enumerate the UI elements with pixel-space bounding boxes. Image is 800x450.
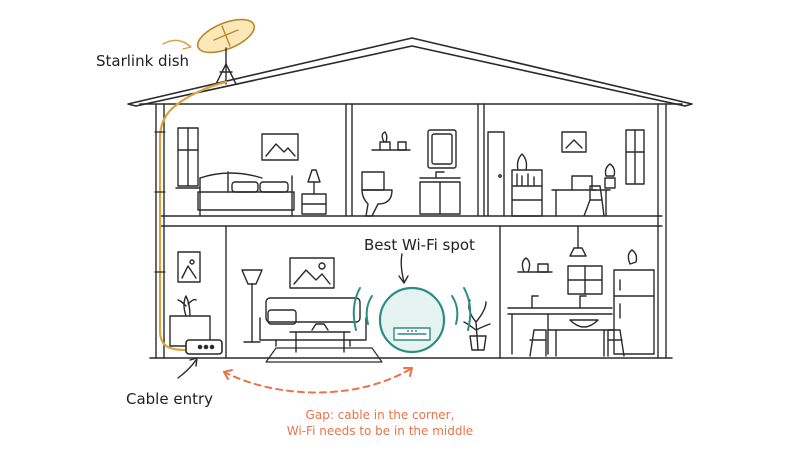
cable-entry-label: Cable entry — [126, 390, 213, 408]
bedroom — [176, 128, 326, 216]
office — [488, 130, 644, 216]
gap-label-line1: Gap: cable in the corner, — [306, 408, 455, 422]
gap-arrow — [224, 368, 412, 393]
cable-entry-arrow — [178, 360, 196, 378]
wifi-spot-label: Best Wi-Fi spot — [364, 236, 475, 254]
kitchen — [508, 226, 654, 356]
bathroom — [362, 130, 460, 216]
wifi-mesh-icon — [380, 288, 444, 352]
utility-corner — [170, 252, 210, 346]
gap-label-line2: Wi-Fi needs to be in the middle — [287, 424, 473, 438]
satellite-dish-icon — [193, 13, 258, 84]
dish-label: Starlink dish — [96, 52, 189, 70]
router-icon — [186, 340, 222, 354]
wifi-label-arrow — [401, 254, 404, 282]
